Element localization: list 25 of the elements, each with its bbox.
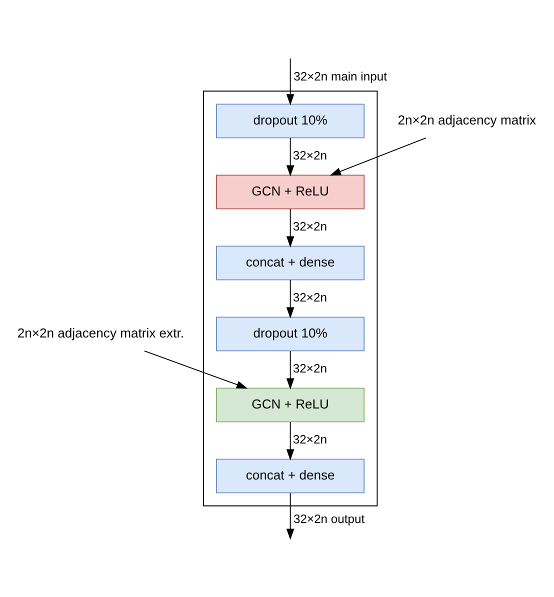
edge-label: 32×2n xyxy=(292,432,327,447)
node-text: 2n×2n adjacency matrix extr. xyxy=(17,325,184,340)
arrow xyxy=(144,350,248,389)
arrow xyxy=(286,208,294,248)
node-text: 2n×2n adjacency matrix xyxy=(398,112,536,128)
arrow xyxy=(286,138,294,177)
node-box: concat + dense xyxy=(216,246,365,280)
arrow xyxy=(286,280,294,319)
node-box: GCN + ReLU xyxy=(216,174,365,210)
edge-label: 32×2n xyxy=(292,290,327,305)
node-box: dropout 10% xyxy=(216,316,365,352)
node-box: dropout 10% xyxy=(216,104,365,138)
arrow xyxy=(286,422,294,461)
arrow xyxy=(286,58,294,106)
arrow xyxy=(286,350,294,390)
edge-label: 32×2n xyxy=(292,220,327,234)
node-box: concat + dense xyxy=(216,458,365,494)
arrow xyxy=(286,492,294,540)
edge-label: 32×2n xyxy=(292,148,327,163)
edge-label: 32×2n xyxy=(292,362,327,376)
node-box: GCN + ReLU xyxy=(216,388,365,422)
edge-label: 32×2n main input xyxy=(294,69,387,84)
arrow xyxy=(330,138,426,176)
cluster xyxy=(202,90,378,506)
edge-label: 32×2n output xyxy=(294,512,365,526)
